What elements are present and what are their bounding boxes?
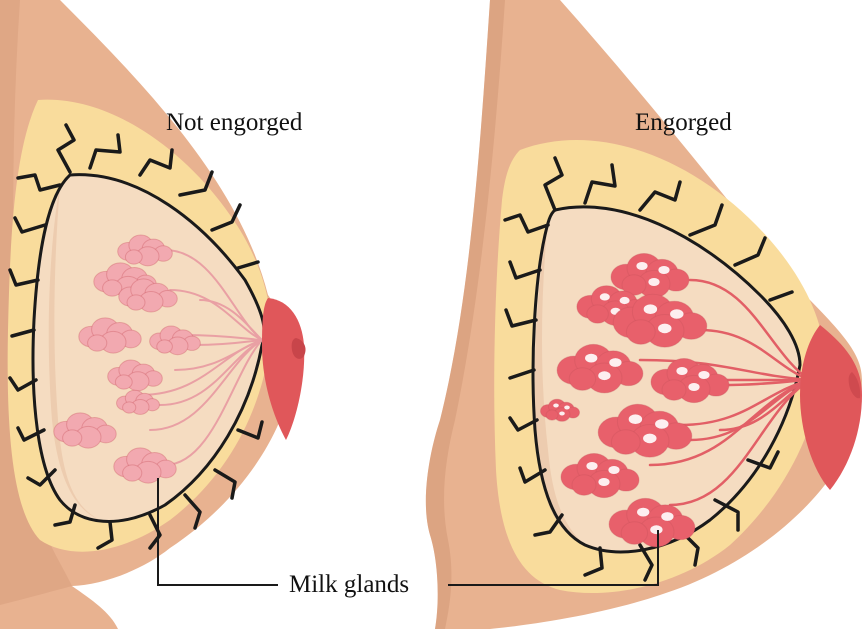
gland-highlight xyxy=(608,466,619,474)
gland-highlight xyxy=(658,266,669,274)
gland-lobe xyxy=(157,340,173,353)
gland-highlight xyxy=(650,525,662,534)
gland-highlight xyxy=(553,404,559,408)
gland-highlight xyxy=(600,293,610,300)
gland-highlight xyxy=(564,406,570,410)
gland-lobe xyxy=(621,522,647,544)
breast-engorged xyxy=(426,0,862,629)
gland-highlight xyxy=(658,324,671,334)
gland-lobe xyxy=(123,465,142,481)
gland-lobe xyxy=(115,375,132,389)
engorged-label: Engorged xyxy=(635,110,732,135)
breast-not-engorged xyxy=(0,0,306,629)
gland-highlight xyxy=(598,478,609,486)
gland-lobe xyxy=(611,430,640,454)
gland-lobe xyxy=(626,320,655,344)
gland-lobe xyxy=(125,250,142,264)
gland-lobe xyxy=(569,368,595,390)
milk-glands-label: Milk glands xyxy=(289,572,409,597)
gland-highlight xyxy=(648,278,659,286)
gland-lobe xyxy=(123,402,136,413)
gland-highlight xyxy=(586,462,597,470)
gland-lobe xyxy=(572,475,596,495)
gland-highlight xyxy=(620,297,630,304)
gland-lobe xyxy=(546,410,558,420)
gland-lobe xyxy=(587,305,609,323)
gland-highlight xyxy=(655,419,668,429)
gland-highlight xyxy=(636,262,647,270)
gland-highlight xyxy=(644,304,657,314)
gland-highlight xyxy=(661,512,673,521)
gland-highlight xyxy=(670,309,683,319)
gland-lobe xyxy=(127,295,145,310)
gland-highlight xyxy=(637,508,649,517)
gland-highlight xyxy=(629,414,642,424)
gland-highlight xyxy=(676,367,687,375)
gland-highlight xyxy=(585,354,597,363)
gland-highlight xyxy=(698,371,709,379)
gland-highlight xyxy=(598,371,610,380)
gland-highlight xyxy=(688,383,699,391)
gland-lobe xyxy=(88,335,107,351)
gland-highlight xyxy=(559,412,565,416)
gland-highlight xyxy=(643,434,656,444)
gland-highlight xyxy=(609,358,621,367)
not-engorged-label: Not engorged xyxy=(166,110,302,135)
gland-lobe xyxy=(63,430,82,446)
gland-lobe xyxy=(662,380,686,400)
